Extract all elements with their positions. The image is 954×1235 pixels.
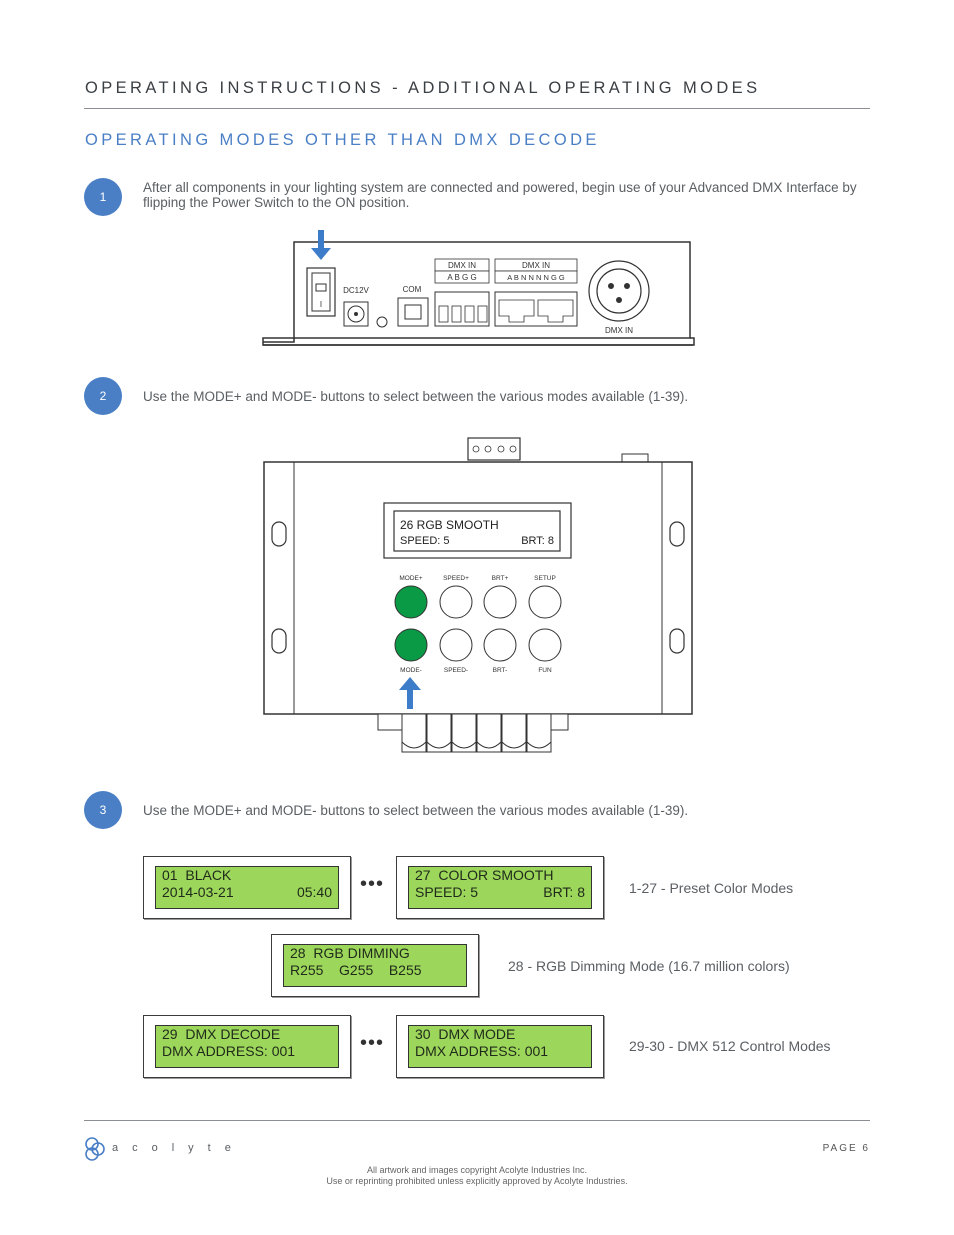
down-arrow-icon [311, 230, 331, 260]
step-3-badge: 3 [84, 791, 122, 829]
dc-label: DC12V [343, 286, 369, 295]
lcd-mode-30: 30 DMX MODE DMX ADDRESS: 001 [396, 1015, 604, 1078]
step-3-text: Use the MODE+ and MODE- buttons to selec… [143, 803, 689, 818]
lcd-line1: 30 DMX MODE [415, 1026, 516, 1042]
speed-plus-label: SPEED+ [443, 575, 469, 582]
mode-minus-label: MODE- [400, 667, 422, 674]
step-1-text: After all components in your lighting sy… [143, 180, 857, 210]
brand-wordmark: acolyte [112, 1142, 245, 1154]
acolyte-logo-icon [85, 1137, 105, 1161]
page-number: PAGE 6 [822, 1143, 870, 1154]
lcd-line2: R255 G255 B255 [290, 962, 422, 978]
brt-minus-button [483, 628, 517, 662]
com-label: COM [403, 285, 422, 294]
front-display-line1: 26 RGB SMOOTH [400, 518, 499, 532]
lcd-mode-01: 01 BLACK 2014-03-21 05:40 [143, 856, 351, 919]
lcd-screen: 29 DMX DECODE DMX ADDRESS: 001 [155, 1025, 339, 1068]
copyright-line-1: All artwork and images copyright Acolyte… [366, 1165, 588, 1175]
fun-button [528, 628, 562, 662]
page-header-title: OPERATING INSTRUCTIONS - ADDITIONAL OPER… [85, 79, 761, 97]
dmx-rj45-title: DMX IN [522, 261, 550, 270]
copyright-line-2: Use or reprinting prohibited unless expl… [326, 1176, 628, 1186]
up-arrow-icon [399, 677, 421, 709]
lcd-mode-28: 28 RGB DIMMING R255 G255 B255 [271, 934, 479, 997]
speed-minus-label: SPEED- [444, 667, 468, 674]
lcd-line1: 01 BLACK [162, 867, 232, 883]
mode-plus-label: MODE+ [399, 575, 423, 582]
rgb-mode-description: 28 - RGB Dimming Mode (16.7 million colo… [508, 958, 790, 974]
speed-plus-button [439, 585, 473, 619]
lcd-line2-right: 05:40 [296, 884, 332, 900]
setup-button [528, 585, 562, 619]
lcd-line1: 28 RGB DIMMING [290, 945, 410, 961]
dmx-terminal-pins: A B G G [447, 273, 476, 282]
brt-minus-label: BRT- [493, 667, 508, 674]
xlr-label: DMX IN [605, 326, 633, 335]
lcd-line2: 2014-03-21 [162, 884, 234, 900]
setup-label: SETUP [534, 575, 556, 582]
power-switch: I [306, 267, 336, 317]
mode-plus-button [394, 585, 428, 619]
brt-plus-button [483, 585, 517, 619]
device-front-panel-illustration: 26 RGB SMOOTH SPEED: 5 BRT: 8 MODE+ SPEE… [263, 437, 693, 753]
device-rear-panel-illustration: I DC12V COM DMX IN A B G G DMX IN A B N … [262, 230, 695, 346]
header-divider [84, 108, 870, 109]
lcd-screen: 30 DMX MODE DMX ADDRESS: 001 [408, 1025, 592, 1068]
lcd-mode-29: 29 DMX DECODE DMX ADDRESS: 001 [143, 1015, 351, 1078]
step-2-text: Use the MODE+ and MODE- buttons to selec… [143, 389, 689, 404]
brt-plus-label: BRT+ [492, 575, 509, 582]
lcd-line2: SPEED: 5 [415, 884, 479, 900]
lcd-screen: 27 COLOR SMOOTH SPEED: 5 BRT: 8 [408, 866, 592, 909]
dmx-terminal-title: DMX IN [448, 261, 476, 270]
mode-minus-button [394, 628, 428, 662]
lcd-mode-27: 27 COLOR SMOOTH SPEED: 5 BRT: 8 [396, 856, 604, 919]
section-title: OPERATING MODES OTHER THAN DMX DECODE [85, 131, 600, 149]
speed-minus-button [439, 628, 473, 662]
lcd-line1: 29 DMX DECODE [162, 1026, 281, 1042]
lcd-line2: DMX ADDRESS: 001 [162, 1043, 296, 1059]
fun-label: FUN [538, 667, 552, 674]
front-display-brt: BRT: 8 [521, 535, 554, 547]
power-on-label: I [320, 300, 322, 309]
lcd-line2-right: BRT: 8 [543, 884, 585, 900]
ellipsis-1: ••• [360, 873, 385, 895]
dmx-modes-description: 29-30 - DMX 512 Control Modes [629, 1038, 831, 1054]
lcd-screen: 28 RGB DIMMING R255 G255 B255 [283, 944, 467, 987]
preset-modes-description: 1-27 - Preset Color Modes [629, 880, 794, 896]
ellipsis-2: ••• [360, 1032, 385, 1054]
lcd-line2: DMX ADDRESS: 001 [415, 1043, 549, 1059]
step-1-badge: 1 [84, 178, 122, 216]
step-2-badge: 2 [84, 377, 122, 415]
footer-divider [84, 1120, 870, 1121]
dmx-rj45-pins: A B N N N N G G [507, 273, 565, 282]
lcd-line1: 27 COLOR SMOOTH [415, 867, 554, 883]
front-display-speed: SPEED: 5 [400, 535, 450, 547]
lcd-screen: 01 BLACK 2014-03-21 05:40 [155, 866, 339, 909]
